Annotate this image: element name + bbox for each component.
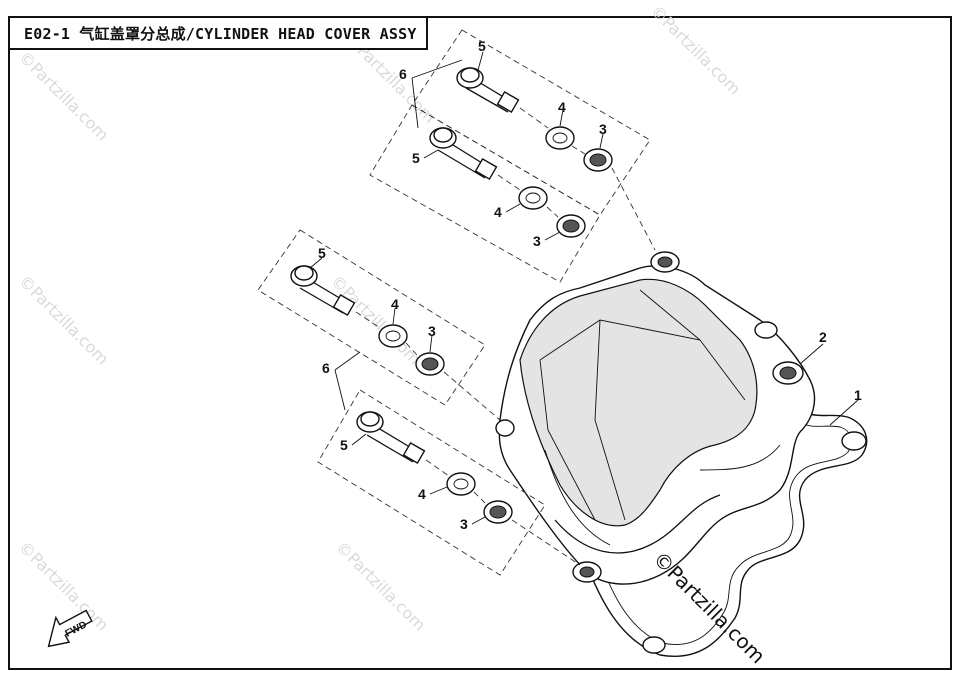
gasket-bolt-hole xyxy=(642,636,666,654)
callout-2: 2 xyxy=(819,329,827,345)
callout-3: 3 xyxy=(599,121,607,137)
watermark-5: ©Partzilla.com xyxy=(327,271,424,368)
callout-3: 3 xyxy=(428,323,436,339)
diagram-title: E02-1 气缸盖罩分总成/CYLINDER HEAD COVER ASSY xyxy=(24,24,417,43)
group-3-outline xyxy=(257,229,486,406)
fastener-group-4 xyxy=(317,389,581,576)
callout-leaders xyxy=(309,51,859,525)
fwd-arrow-icon: FWD xyxy=(47,609,93,648)
group-4-outline xyxy=(317,389,546,576)
seal-part-3 xyxy=(556,214,586,238)
washer-part-4 xyxy=(518,186,548,210)
cylinder-head-cover xyxy=(495,251,816,585)
washer-part-4 xyxy=(545,126,575,150)
callout-numbers: 6 5 4 3 5 4 3 5 4 3 6 5 4 3 2 1 xyxy=(318,38,862,532)
diagram-title-box: E02-1 气缸盖罩分总成/CYLINDER HEAD COVER ASSY xyxy=(8,16,428,50)
callout-5: 5 xyxy=(412,150,420,166)
watermark-7: ©Partzilla.com xyxy=(332,537,429,634)
callout-5: 5 xyxy=(318,245,326,261)
callout-5: 5 xyxy=(478,38,486,54)
group-1-outline xyxy=(411,29,651,216)
bolt-part-5 xyxy=(456,67,520,114)
bolt-part-5 xyxy=(429,127,498,181)
callout-1: 1 xyxy=(854,387,862,403)
gasket-bolt-hole xyxy=(841,431,867,451)
callout-4: 4 xyxy=(558,99,566,115)
callout-3: 3 xyxy=(460,516,468,532)
callout-5: 5 xyxy=(340,437,348,453)
seal-part-3 xyxy=(415,352,445,376)
seal-part-3 xyxy=(583,148,613,172)
washer-part-4 xyxy=(378,324,408,348)
cover-boss-right xyxy=(754,321,778,339)
watermark-1: ©Partzilla.com xyxy=(15,47,112,144)
bolt-part-5 xyxy=(356,411,426,465)
group-2-outline xyxy=(369,104,601,283)
watermark-3: ©Partzilla.com xyxy=(647,1,744,98)
callout-4: 4 xyxy=(494,204,502,220)
watermark-6: ©Partzilla.com xyxy=(15,537,112,634)
fastener-group-3 xyxy=(257,229,501,421)
callout-6: 6 xyxy=(322,360,330,376)
washer-part-4 xyxy=(446,472,476,496)
fastener-group-1 xyxy=(411,29,656,251)
watermark-4: ©Partzilla.com xyxy=(15,271,112,368)
callout-4: 4 xyxy=(391,296,399,312)
cover-boss-left xyxy=(495,419,515,437)
seal-part-3 xyxy=(483,500,513,524)
fastener-group-2 xyxy=(369,104,601,283)
callout-6: 6 xyxy=(399,66,407,82)
callout-3: 3 xyxy=(533,233,541,249)
gasket-part-1 xyxy=(584,409,868,657)
callout-4: 4 xyxy=(418,486,426,502)
bolt-part-5 xyxy=(290,265,356,317)
diagram-frame xyxy=(8,16,952,670)
